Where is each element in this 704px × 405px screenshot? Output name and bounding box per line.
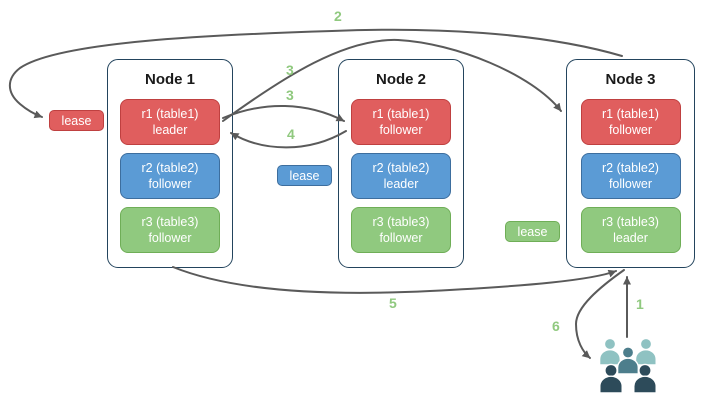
node-3-replica-r1: r1 (table1) follower: [580, 99, 681, 145]
step-label-2: 2: [334, 8, 342, 24]
arrow-step3-node1-to-node2: [222, 105, 345, 122]
lease-badge-green: lease: [505, 221, 560, 242]
replica-name: r3 (table3): [602, 214, 659, 229]
step-label-3a: 3: [286, 62, 294, 78]
replica-role: follower: [148, 177, 192, 191]
node-3-title: Node 3: [605, 71, 656, 88]
arrow-step5-node1-to-node3: [172, 266, 617, 294]
node-1-title: Node 1: [144, 71, 195, 88]
replica-name: r1 (table1): [372, 106, 430, 121]
replica-name: r1 (table1): [141, 106, 199, 121]
replica-role: follower: [379, 123, 423, 137]
step-label-3b: 3: [286, 87, 294, 103]
node-2-replica-r2: r2 (table2) leader: [351, 153, 451, 199]
replica-role: leader: [613, 231, 648, 245]
node-1-replica-r1: r1 (table1) leader: [120, 99, 220, 145]
replica-name: r3 (table3): [141, 214, 199, 229]
replica-role: follower: [608, 123, 653, 137]
replica-name: r2 (table2): [372, 160, 430, 175]
step-label-4: 4: [287, 126, 295, 142]
node-2: Node 2 r1 (table1) follower r2 (table2) …: [338, 59, 464, 268]
replica-role: leader: [152, 123, 188, 137]
replica-name: r3 (table3): [372, 214, 430, 229]
arrow-step2-node3-to-lease1: [8, 28, 623, 119]
node-3-replica-r3: r3 (table3) leader: [580, 207, 681, 253]
lease-badge-red: lease: [49, 110, 104, 131]
node-2-replicas: r1 (table1) follower r2 (table2) leader …: [339, 99, 463, 253]
node-1-replica-r3: r3 (table3) follower: [120, 207, 220, 253]
node-2-replica-r1: r1 (table1) follower: [351, 99, 451, 145]
node-1-replicas: r1 (table1) leader r2 (table2) follower …: [108, 99, 232, 253]
node-2-replica-r3: r3 (table3) follower: [351, 207, 451, 253]
users-group-icon: [598, 337, 657, 394]
replica-name: r2 (table2): [141, 160, 199, 175]
node-3: Node 3 r1 (table1) follower r2 (table2) …: [566, 59, 695, 268]
lease-badge-blue: lease: [277, 165, 332, 186]
replica-role: follower: [148, 231, 192, 245]
node-3-replicas: r1 (table1) follower r2 (table2) followe…: [567, 99, 694, 253]
replica-name: r1 (table1): [602, 106, 659, 121]
replica-role: leader: [383, 177, 419, 191]
step-label-5: 5: [389, 295, 397, 311]
node-1-replica-r2: r2 (table2) follower: [120, 153, 220, 199]
node-1: Node 1 r1 (table1) leader r2 (table2) fo…: [107, 59, 233, 268]
node-3-replica-r2: r2 (table2) follower: [580, 153, 681, 199]
replica-role: follower: [608, 177, 653, 191]
step-label-1: 1: [636, 296, 644, 312]
replica-name: r2 (table2): [602, 160, 659, 175]
node-2-title: Node 2: [375, 71, 426, 88]
replica-role: follower: [379, 231, 423, 245]
step-label-6: 6: [552, 318, 560, 334]
